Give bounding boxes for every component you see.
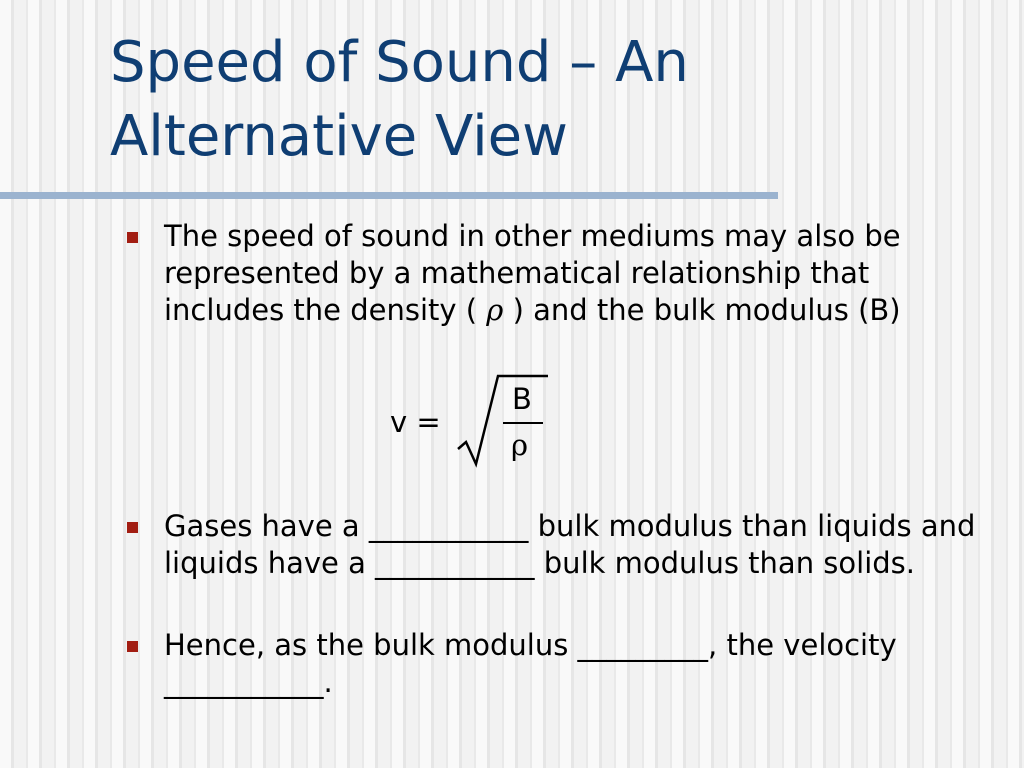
bullet-text: Hence, as the bulk modulus _________, th… bbox=[164, 628, 897, 699]
formula-numerator: B bbox=[512, 382, 532, 416]
bullet-item-density: The speed of sound in other mediums may … bbox=[127, 218, 987, 329]
bullet-square-icon bbox=[127, 641, 138, 652]
title-divider bbox=[0, 192, 778, 199]
bullet-item-hence: Hence, as the bulk modulus _________, th… bbox=[127, 627, 987, 701]
density-symbol: ρ bbox=[486, 293, 504, 327]
bullet-square-icon bbox=[127, 232, 138, 243]
formula-lhs: v = bbox=[390, 405, 441, 439]
bullet-text-after: ) and the bulk modulus (B) bbox=[512, 293, 901, 327]
fraction-bar bbox=[503, 422, 543, 424]
speed-formula: v = B ρ bbox=[390, 372, 560, 472]
bullet-text-before: The speed of sound in other mediums may … bbox=[164, 219, 901, 327]
formula-denominator: ρ bbox=[511, 428, 529, 462]
bullet-text: Gases have a ___________ bulk modulus th… bbox=[164, 509, 976, 580]
bullet-item-gases: Gases have a ___________ bulk modulus th… bbox=[127, 508, 987, 582]
square-root-icon bbox=[457, 374, 548, 468]
bullet-square-icon bbox=[127, 522, 138, 533]
slide-title: Speed of Sound – An Alternative View bbox=[110, 30, 689, 169]
bullet-text: The speed of sound in other mediums may … bbox=[164, 218, 987, 329]
